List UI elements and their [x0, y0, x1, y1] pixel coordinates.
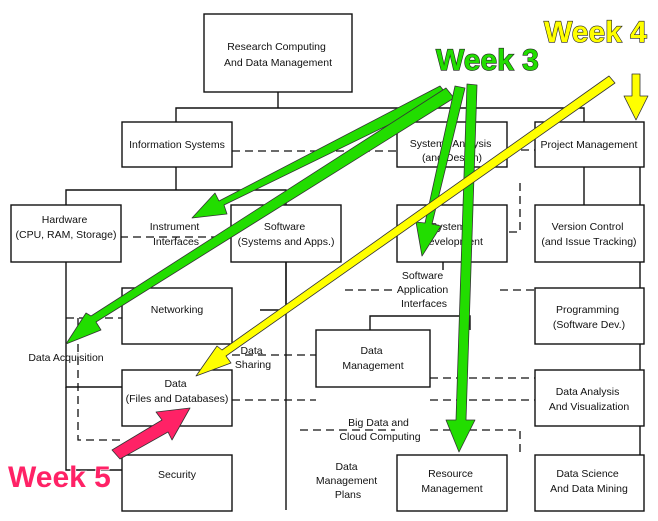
node-data-analysis-label: Data Analysis And Visualization [549, 386, 630, 413]
node-data-science-label: Data Science And Data Mining [550, 468, 628, 495]
connector-hardware-to-security [65, 387, 122, 471]
connector-datamgmt [369, 315, 471, 330]
node-networking-label: Networking [151, 304, 204, 316]
week4-arrow-to-data-files [195, 75, 616, 377]
label-data-management-plans: Data Management Plans [316, 461, 380, 501]
label-data-sharing: Data Sharing [235, 345, 271, 371]
node-programming-label: Programming (Software Dev.) [553, 304, 625, 331]
node-networking-box [121, 287, 233, 345]
week5-arrow-to-data-files [111, 407, 191, 460]
node-data-management-label: Data Management [342, 345, 403, 372]
label-data-acquisition: Data Acquisition [28, 352, 103, 364]
week5-arrows [111, 407, 191, 460]
node-hardware-label: Hardware (CPU, RAM, Storage) [16, 214, 117, 241]
node-software-label: Software (Systems and Apps.) [238, 221, 335, 248]
node-root-label: Research Computing And Data Management [224, 41, 332, 69]
week3-arrow-to-data-acquisition [65, 87, 455, 345]
node-project-management-box [534, 121, 645, 168]
boxes [10, 13, 645, 512]
week3-annotation: Week 3 [436, 44, 539, 77]
free-labels: Instrument Interfaces Software Applicati… [28, 221, 451, 501]
dashed-pm-sysdev [508, 183, 521, 233]
week4-arrows [195, 73, 649, 377]
dashed-sharing [232, 354, 316, 401]
connector-software-to-networking [260, 262, 287, 311]
week3-arrows [65, 83, 478, 453]
label-software-application-interfaces: Software Application Interfaces [397, 270, 451, 310]
node-data-files-label: Data (Files and Databases) [126, 378, 229, 405]
node-information-systems-box [121, 121, 233, 168]
node-software-box [230, 204, 342, 263]
node-systems-development-box [396, 204, 508, 263]
node-data-analysis-box [534, 369, 645, 427]
node-version-control-box [534, 204, 645, 263]
node-version-control-label: Version Control (and Issue Tracking) [541, 221, 636, 248]
node-resource-management-box [396, 454, 508, 512]
week4-arrow-to-project-management [623, 73, 649, 121]
node-root-box [203, 13, 353, 93]
node-data-science-box [534, 454, 645, 512]
node-information-systems-label: Information Systems [129, 139, 225, 151]
node-security-label: Security [158, 469, 197, 481]
node-hardware-box [10, 204, 122, 263]
node-security-box [121, 454, 233, 512]
dashed-datamgmt-analysis [430, 377, 535, 401]
node-programming-box [534, 287, 645, 345]
node-data-management-box [315, 329, 431, 388]
box-labels: Research Computing And Data Management I… [16, 41, 638, 495]
node-project-management-label: Project Management [541, 139, 638, 151]
node-resource-management-label: Resource Management [421, 468, 482, 495]
label-instrument-interfaces: Instrument Interfaces [150, 221, 203, 248]
week5-annotation: Week 5 [8, 461, 111, 494]
week4-annotation: Week 4 [544, 16, 647, 49]
label-big-data: Big Data and Cloud Computing [339, 417, 420, 443]
